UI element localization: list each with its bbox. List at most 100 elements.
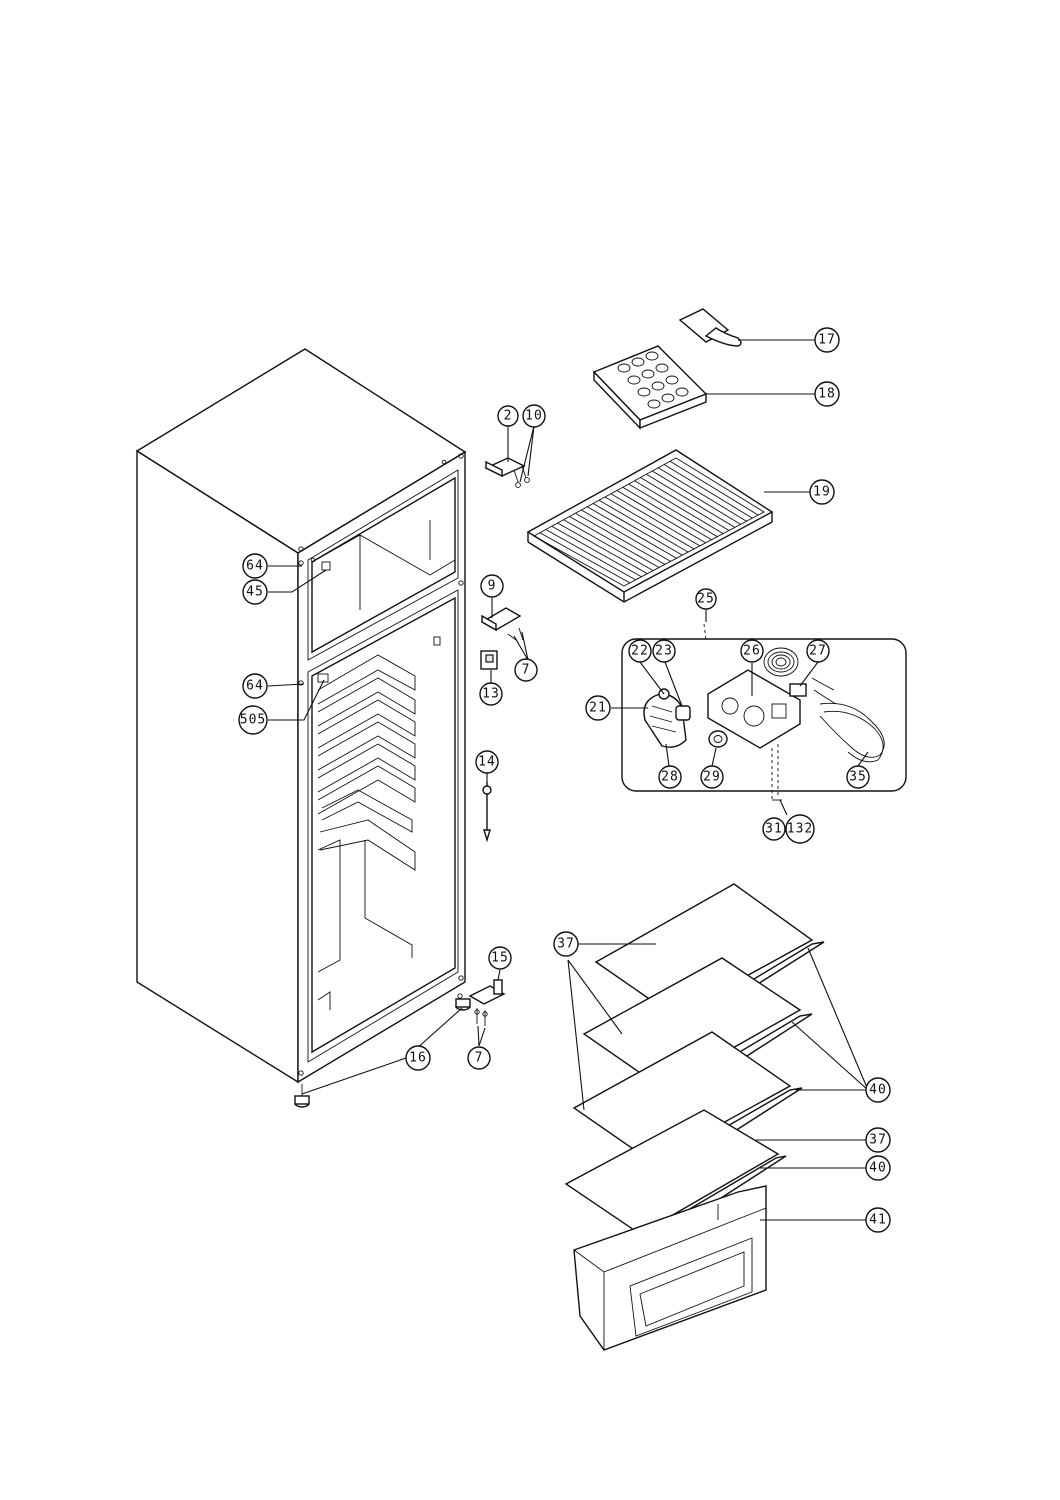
callout-14: 14 <box>475 750 499 774</box>
svg-text:2: 2 <box>504 409 513 424</box>
svg-text:22: 22 <box>631 644 649 659</box>
callout-64-mid: 64 <box>242 673 268 699</box>
svg-text:64: 64 <box>246 679 264 694</box>
wire-bar <box>652 470 741 525</box>
bottom-hinge <box>468 979 506 1026</box>
callout-35: 35 <box>846 765 870 789</box>
callout-27: 27 <box>806 639 830 663</box>
rim-screws <box>298 453 464 1076</box>
wire-bar <box>575 512 666 565</box>
callout-45: 45 <box>242 579 268 605</box>
callout-13: 13 <box>479 682 503 706</box>
wire-bar <box>604 496 695 550</box>
svg-text:35: 35 <box>849 770 867 785</box>
svg-text:7: 7 <box>522 663 531 678</box>
control-box-group <box>621 623 907 801</box>
glass-shelves <box>564 883 825 1241</box>
svg-text:40: 40 <box>869 1083 887 1098</box>
svg-text:45: 45 <box>246 585 264 600</box>
svg-text:10: 10 <box>525 409 543 424</box>
callout-132: 132 <box>785 814 815 844</box>
wire-bar <box>569 516 660 568</box>
callout-7-lower: 7 <box>467 1046 491 1070</box>
svg-text:21: 21 <box>589 701 607 716</box>
wire-bar <box>658 467 747 522</box>
refrigerator-cabinet <box>135 348 467 1084</box>
lamp-socket-pin <box>482 782 492 843</box>
svg-text:41: 41 <box>869 1213 887 1228</box>
wire-bar <box>592 503 683 556</box>
wire-bar <box>598 499 689 553</box>
callout-17: 17 <box>814 327 840 353</box>
callout-37-bottom: 37 <box>865 1127 891 1153</box>
svg-text:64: 64 <box>246 559 264 574</box>
wire-bar <box>640 477 730 531</box>
middle-hinge <box>480 607 524 641</box>
callout-64-top: 64 <box>242 553 268 579</box>
shelf-runners <box>317 654 416 833</box>
callout-41: 41 <box>865 1207 891 1233</box>
thermostat-coil <box>763 647 799 677</box>
svg-text:37: 37 <box>869 1133 887 1148</box>
wire-bar <box>610 493 701 547</box>
leveling-foot-front <box>294 1084 310 1108</box>
lamp-holder <box>789 683 807 697</box>
callout-21: 21 <box>585 695 611 721</box>
svg-text:15: 15 <box>491 951 509 966</box>
wire-bar <box>628 483 718 538</box>
wire-bar <box>551 525 642 578</box>
control-housing <box>707 669 801 749</box>
push-button <box>675 705 691 721</box>
svg-text:13: 13 <box>482 687 500 702</box>
wire-shelf <box>526 449 774 603</box>
svg-text:7: 7 <box>475 1051 484 1066</box>
callout-25: 25 <box>695 588 717 610</box>
callout-19: 19 <box>809 479 835 505</box>
wire-bar <box>587 506 677 559</box>
top-hinge <box>484 457 530 488</box>
door-switch <box>480 650 498 670</box>
callout-29: 29 <box>700 765 724 789</box>
wire-bar <box>622 486 712 541</box>
svg-text:37: 37 <box>557 937 575 952</box>
svg-text:31: 31 <box>765 822 783 837</box>
callout-2: 2 <box>497 405 519 427</box>
callout-28: 28 <box>658 765 682 789</box>
wire-bar <box>539 532 631 584</box>
wire-bar <box>634 480 724 534</box>
ice-cube-tray <box>592 345 708 430</box>
callout-10: 10 <box>522 404 546 428</box>
svg-text:14: 14 <box>478 755 496 770</box>
knob <box>643 693 687 748</box>
svg-text:505: 505 <box>240 713 266 728</box>
svg-text:18: 18 <box>818 387 836 402</box>
wire-bar <box>616 490 706 544</box>
svg-text:132: 132 <box>787 822 813 837</box>
callout-26: 26 <box>740 639 764 663</box>
wire-bar <box>646 473 736 528</box>
svg-text:26: 26 <box>743 644 761 659</box>
wire-bar <box>545 529 636 581</box>
svg-text:25: 25 <box>697 592 715 607</box>
svg-text:23: 23 <box>655 644 673 659</box>
callout-40-bottom: 40 <box>865 1155 891 1181</box>
callout-7-upper: 7 <box>514 658 538 682</box>
callout-40-top: 40 <box>865 1077 891 1103</box>
svg-text:40: 40 <box>869 1161 887 1176</box>
svg-text:9: 9 <box>488 579 497 594</box>
ice-scraper <box>678 308 742 347</box>
callout-37-top: 37 <box>553 931 579 957</box>
callout-22: 22 <box>628 639 652 663</box>
svg-text:16: 16 <box>409 1051 427 1066</box>
callout-9: 9 <box>480 574 504 598</box>
callout-16: 16 <box>405 1045 431 1071</box>
svg-text:27: 27 <box>809 644 827 659</box>
callout-23: 23 <box>652 639 676 663</box>
grommet <box>708 730 728 748</box>
wire-bar <box>669 460 759 516</box>
wiring-harness <box>811 677 885 763</box>
wire-bar <box>663 464 753 519</box>
svg-text:17: 17 <box>818 333 836 348</box>
crisper-drawer <box>573 1185 767 1351</box>
